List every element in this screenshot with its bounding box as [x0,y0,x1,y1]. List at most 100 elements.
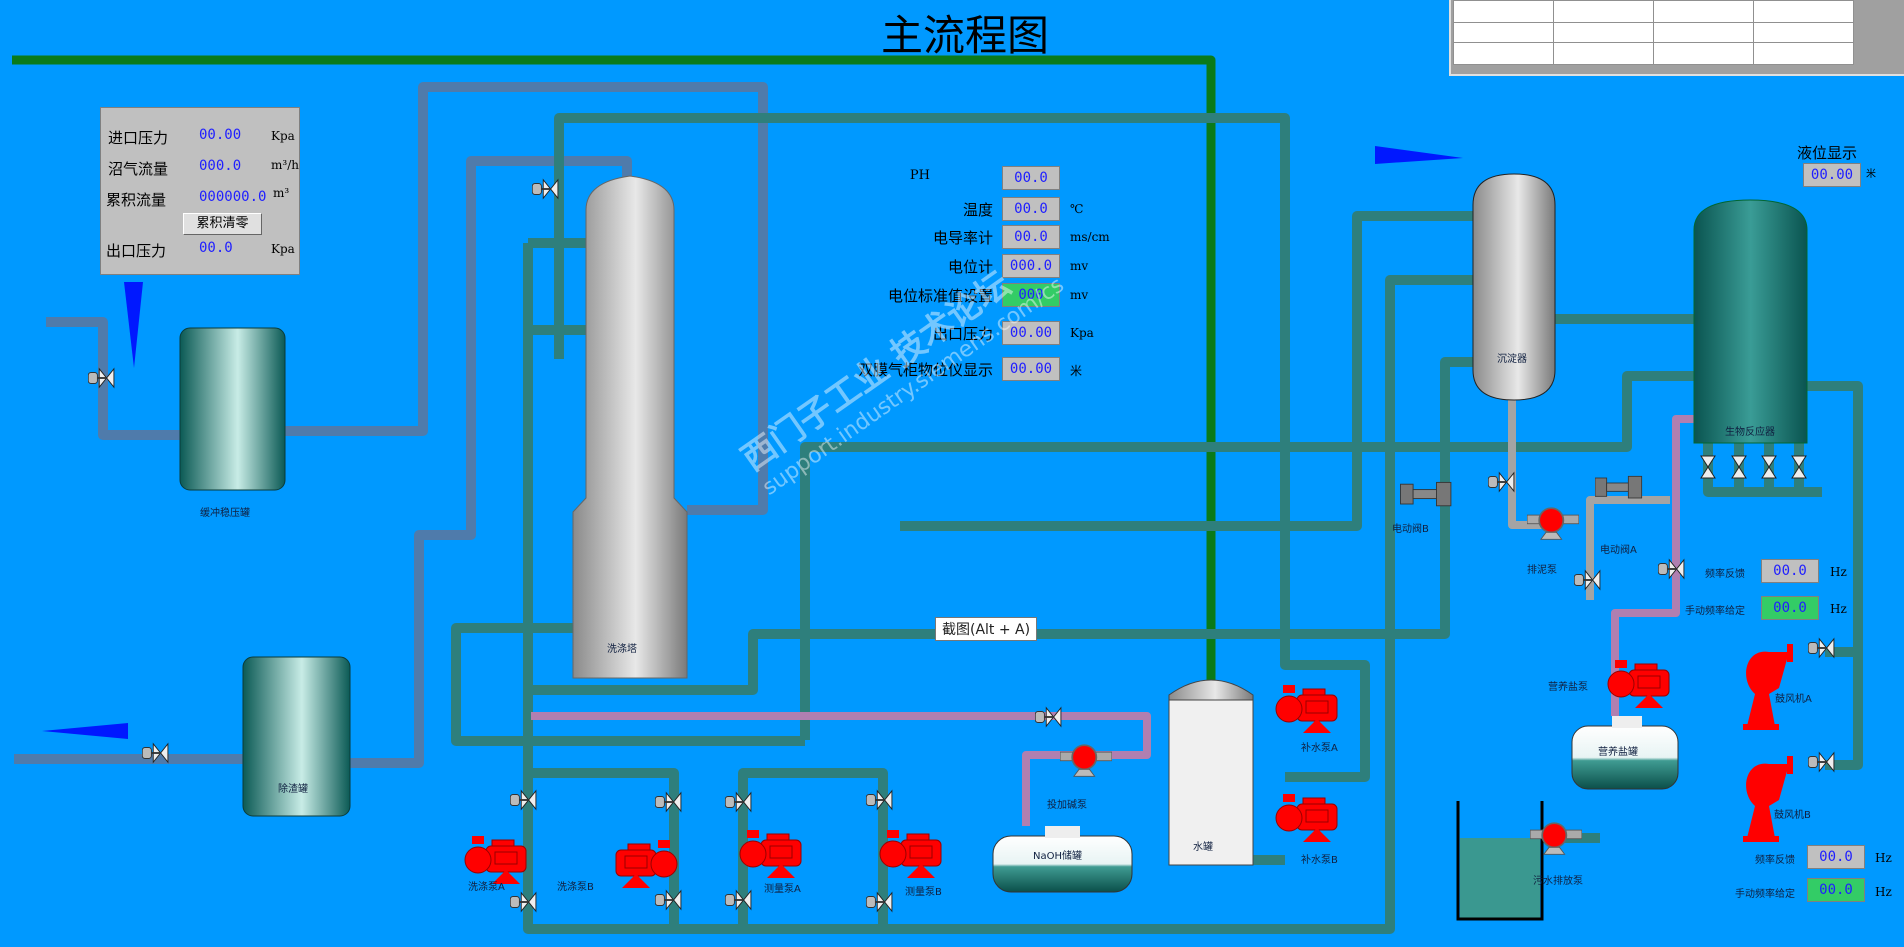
table-cell [1553,0,1654,23]
scrubber-label: 洗涤塔 [607,644,637,655]
alkali-pump[interactable] [1060,744,1112,778]
blower-a-manual-input[interactable]: 00.0 [1761,596,1819,620]
potential-setpoint-input[interactable]: 000 [1002,283,1060,307]
motor-valve-a[interactable] [1595,475,1643,499]
flow-arrow-icon [1375,146,1463,164]
table-cell [1453,0,1554,23]
clear-total-button[interactable]: 累积清零 [183,213,262,235]
meter-pump-a-label: 测量泵A [764,884,801,895]
screenshot-tooltip: 截图(Alt + A) [935,617,1038,641]
level-display-label: 液位显示 [1797,144,1858,162]
outlet-pressure-label: 出口压力 [106,242,167,260]
table-cell [1753,42,1854,65]
slate-pipes [14,82,768,768]
conductivity-unit: ms/cm [1070,230,1110,244]
scrubber-tower[interactable] [572,175,688,679]
wash-pump-a[interactable] [464,836,527,885]
potential-setpoint-label: 电位标准值设置 [887,287,993,305]
biogas-flow-value: 000.0 [199,158,242,174]
table-cell [1753,0,1854,23]
sludge-pump-label: 排泥泵 [1527,565,1557,576]
blower-b-feedback-label: 频率反馈 [1755,855,1795,866]
table-cell [1453,22,1554,43]
bioreactor-vessel[interactable] [1693,199,1808,444]
blower-b-manual-label: 手动频率给定 [1735,889,1795,900]
inlet-pressure-unit: Kpa [271,129,295,143]
teal-pipes [451,113,1863,934]
blower-a-feedback-label: 频率反馈 [1705,569,1745,580]
wash-pump-b-label: 洗涤泵B [557,882,594,893]
makeup-pump-b[interactable] [1275,794,1338,843]
buffer-tank-label: 缓冲稳压罐 [200,508,250,519]
temperature-label: 温度 [962,201,993,219]
conductivity-label: 电导率计 [932,229,993,247]
potential-unit: mv [1070,259,1089,273]
level-display-unit: 米 [1866,169,1876,180]
valve[interactable] [1574,569,1601,591]
makeup-pump-b-label: 补水泵B [1301,855,1338,866]
sludge-pump[interactable] [1527,507,1579,541]
gas-holder-level-value: 00.00 [1002,357,1060,381]
inlet-pressure-label: 进口压力 [108,129,169,147]
sewage-pump-label: 污水排放泵 [1533,876,1583,887]
total-flow-label: 累积流量 [106,191,167,209]
total-flow-unit: m³ [273,186,290,200]
makeup-pump-a-label: 补水泵A [1301,743,1338,754]
table-cell [1553,22,1654,43]
conductivity-value: 00.0 [1002,225,1060,249]
outlet-pressure-unit: Kpa [271,242,295,256]
total-flow-value: 000000.0 [199,189,267,205]
settler-label: 沉淀器 [1497,354,1527,365]
pink-pipes [531,415,1694,826]
level-display-value: 00.00 [1803,163,1861,187]
water-tank[interactable] [1168,679,1254,866]
biogas-flow-label: 沼气流量 [108,160,169,178]
slag-tank-label: 除渣罐 [278,784,308,795]
slag-tank[interactable] [242,656,351,817]
potential-setpoint-unit: mv [1070,288,1089,302]
motor-valve-b-label: 电动阀B [1392,524,1429,535]
meter-pump-a[interactable] [739,830,802,879]
wash-pump-b[interactable] [615,840,678,889]
blower-a-manual-unit: Hz [1830,602,1847,616]
buffer-tank[interactable] [179,327,286,491]
valve[interactable] [866,891,893,913]
potential-value: 000.0 [1002,254,1060,278]
valve[interactable] [1035,706,1062,728]
makeup-pump-a[interactable] [1275,685,1338,734]
blower-a-feedback-unit: Hz [1830,565,1847,579]
temperature-value: 00.0 [1002,197,1060,221]
blower-b-label: 鼓风机B [1774,810,1811,821]
water-tank-label: 水罐 [1193,842,1213,853]
naoh-tank-label: NaOH储罐 [1033,851,1082,862]
ph-value: 00.0 [1002,166,1060,190]
valve[interactable] [866,789,893,811]
motor-valve-b[interactable] [1400,481,1452,507]
bioreactor-label: 生物反应器 [1725,427,1775,438]
nutrient-tank[interactable] [1571,716,1679,790]
data-table [1449,0,1904,76]
settler-vessel[interactable] [1472,173,1556,401]
blower-b[interactable] [1743,756,1793,842]
outlet-pressure-unit: Kpa [1070,326,1094,340]
meter-pump-b[interactable] [879,830,942,879]
biogas-flow-unit: m³/h [271,158,299,172]
sewage-pit [1456,801,1544,921]
page-title: 主流程图 [880,11,1049,60]
temperature-unit: ℃ [1070,202,1084,216]
alkali-pump-label: 投加碱泵 [1047,800,1087,811]
valve[interactable] [88,367,115,389]
nutrient-tank-label: 营养盐罐 [1598,747,1638,758]
naoh-tank[interactable] [992,826,1133,893]
blower-a-feedback-value: 00.0 [1761,559,1819,583]
blower-b-manual-input[interactable]: 00.0 [1807,878,1865,902]
potential-label: 电位计 [947,258,993,276]
gas-holder-level-label: 双膜气柜物位仪显示 [857,361,993,379]
flow-arrow-icon [124,282,143,368]
motor-valve-a-label: 电动阀A [1600,545,1637,556]
outlet-pressure-value: 00.0 [199,240,233,256]
blower-a[interactable] [1743,644,1793,730]
outlet-pressure-value: 00.00 [1002,321,1060,345]
blower-b-manual-unit: Hz [1875,885,1892,899]
